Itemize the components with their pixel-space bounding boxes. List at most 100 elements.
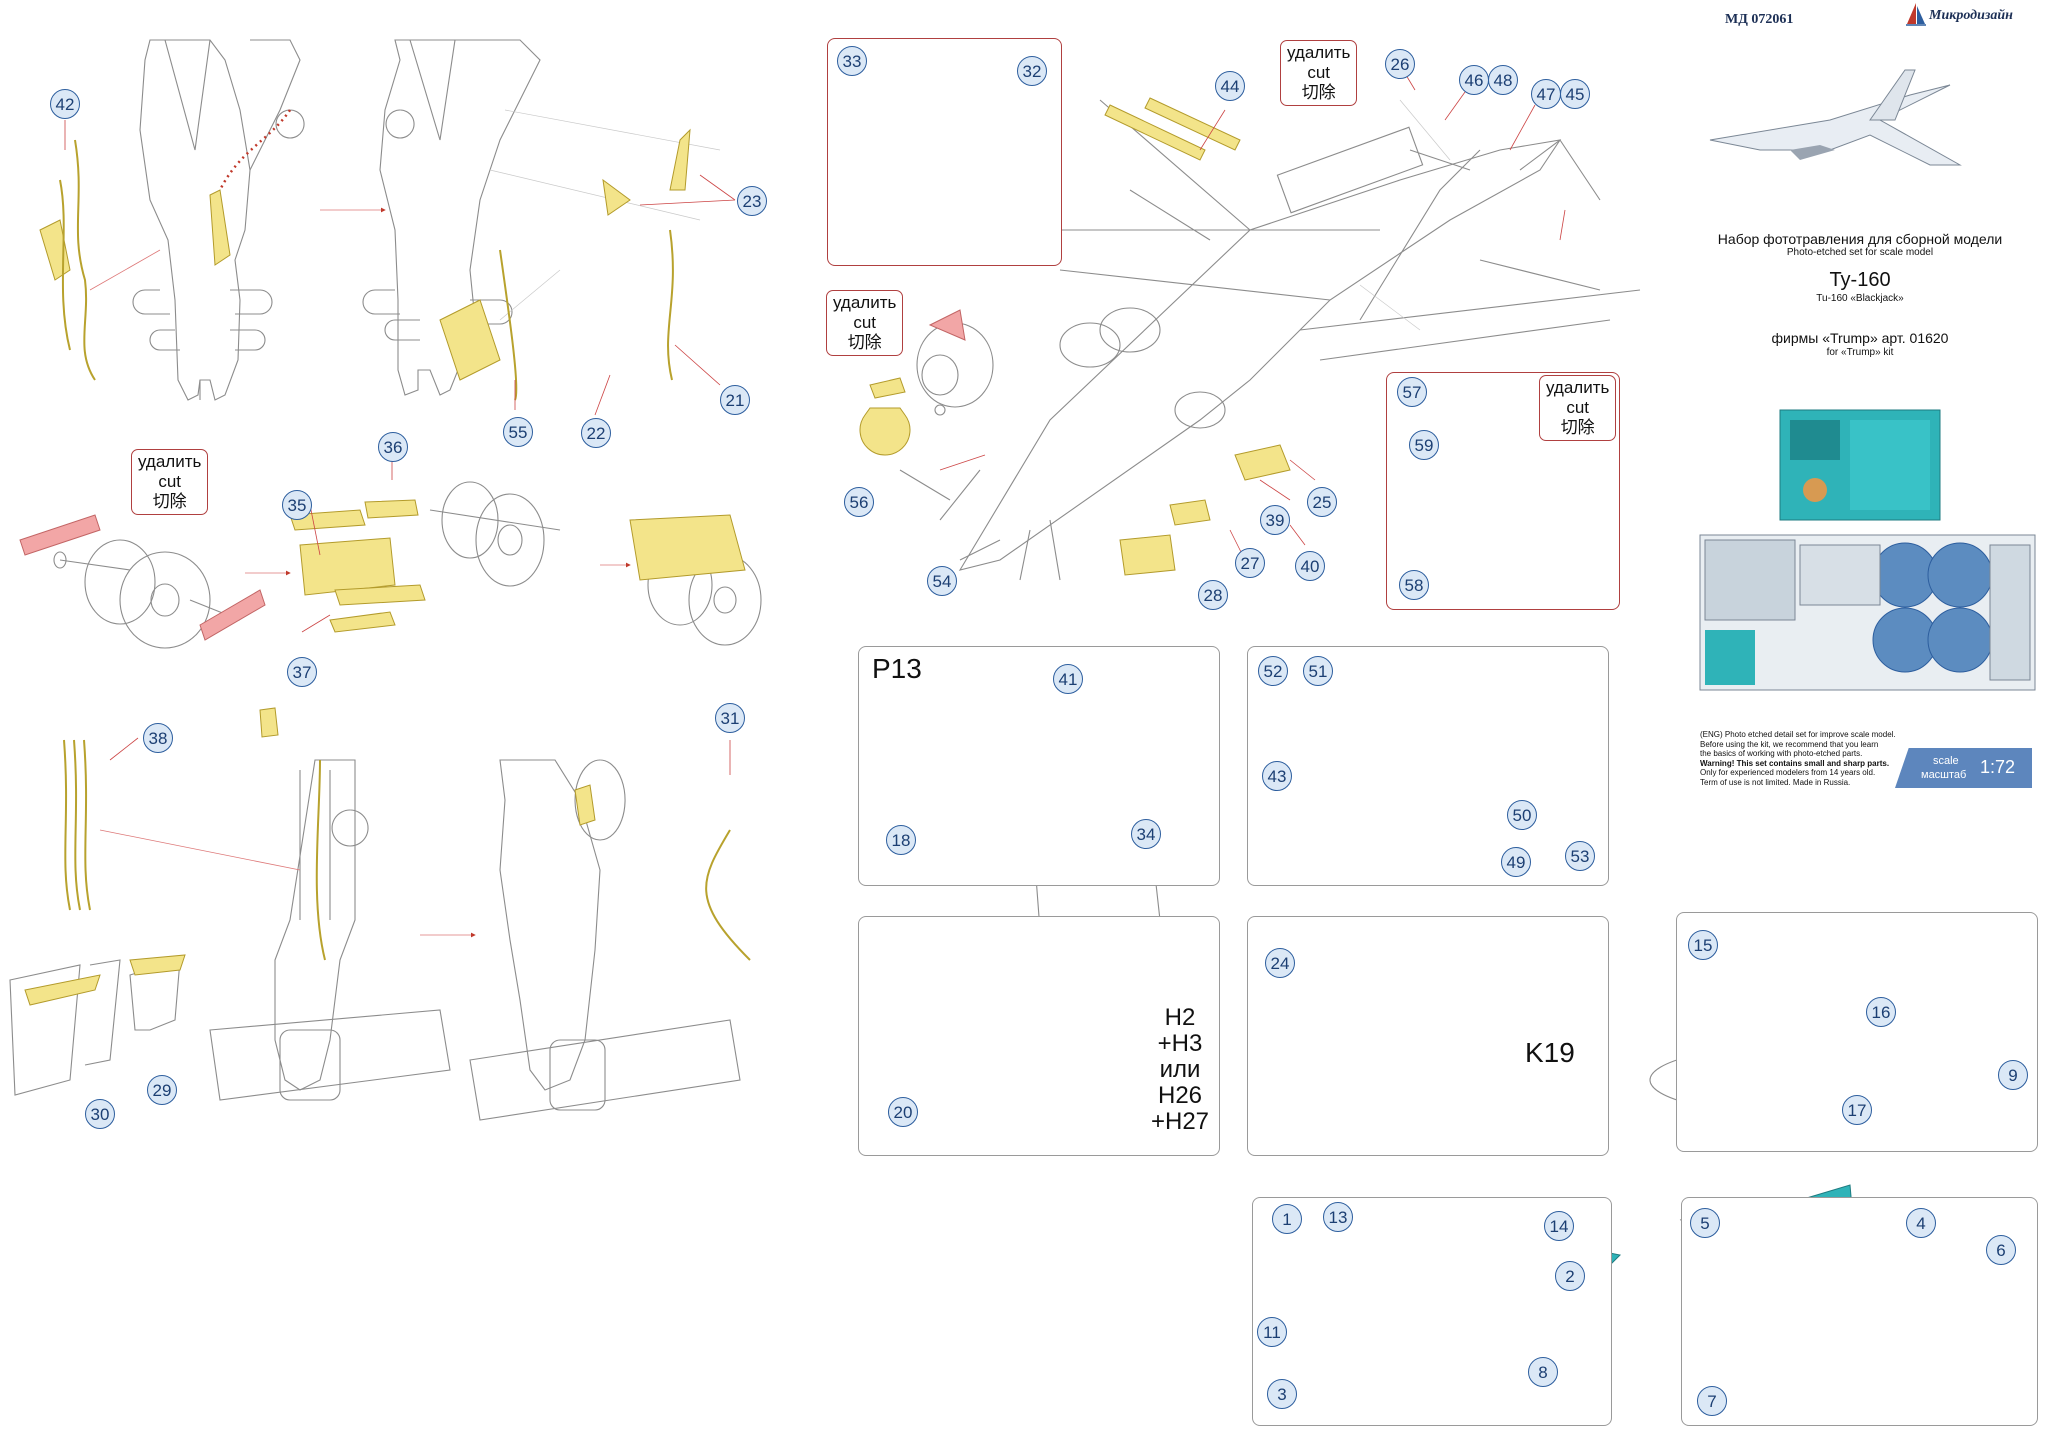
- engine-intake: [916, 322, 994, 416]
- title-ru: Набор фототравления для сборной модели: [1717, 231, 2003, 247]
- callout: 53: [1565, 841, 1595, 871]
- callout: 48: [1488, 65, 1518, 95]
- callout: 33: [837, 46, 867, 76]
- h-note-line-5: +H27: [1150, 1108, 1210, 1135]
- callout: 5: [1690, 1208, 1720, 1238]
- wheel-bogie-left: [53, 539, 241, 649]
- brand-logo: Микродизайн: [1905, 2, 2035, 28]
- callout: 31: [715, 703, 745, 733]
- cut-ru: удалить: [1287, 43, 1351, 62]
- cut-label-1: удалить cut 切除: [131, 449, 209, 515]
- callout: 32: [1017, 56, 1047, 86]
- notice-line-3: the basics of working with photo-etched …: [1700, 749, 1863, 758]
- notice-line-2: Before using the kit, we recommend that …: [1700, 739, 1879, 749]
- cut-cn: 切除: [1301, 83, 1336, 102]
- p13-label: P13: [872, 653, 922, 684]
- callout: 52: [1258, 656, 1288, 686]
- callout: 20: [888, 1097, 918, 1127]
- cut-en: cut: [1566, 398, 1590, 417]
- callout: 15: [1688, 930, 1718, 960]
- callout: 24: [1265, 948, 1295, 978]
- cut-en: cut: [1307, 63, 1331, 82]
- callout: 1: [1272, 1204, 1302, 1234]
- scale-word-en: scale: [1933, 755, 1959, 767]
- callout: 58: [1399, 570, 1429, 600]
- cut-ru: удалить: [138, 452, 202, 471]
- callout: 7: [1697, 1386, 1727, 1416]
- scale-badge-bg: [1895, 748, 2032, 788]
- cut-ru: удалить: [833, 293, 897, 312]
- callout: 21: [720, 385, 750, 415]
- panel-p13: [858, 646, 1220, 886]
- fuselage-wing-view: [899, 99, 1601, 581]
- h-note-line-4: H26: [1157, 1082, 1203, 1109]
- callout: 27: [1235, 548, 1265, 578]
- h-note-line-1: H2: [1164, 1004, 1196, 1031]
- callout: 28: [1198, 580, 1228, 610]
- nose-gear-center: [209, 759, 451, 1101]
- callout: 55: [503, 417, 533, 447]
- cut-label-3: удалить cut 切除: [1280, 40, 1358, 106]
- callout: 30: [85, 1099, 115, 1129]
- callout: 8: [1528, 1357, 1558, 1387]
- callout: 6: [1986, 1235, 2016, 1265]
- callout: 47: [1531, 79, 1561, 109]
- callout: 4: [1906, 1208, 1936, 1238]
- set-code: МД 072061: [1725, 12, 1794, 27]
- main-gear-strut-left: [132, 39, 305, 401]
- callout: 17: [1842, 1095, 1872, 1125]
- callout: 49: [1501, 847, 1531, 877]
- main-gear-strut-right: [362, 39, 541, 396]
- fret-thumbnail-1: [1779, 409, 1941, 521]
- callout: 34: [1131, 819, 1161, 849]
- fret-thumbnail-2: [1699, 534, 2036, 691]
- callout: 40: [1295, 551, 1325, 581]
- notice-line-1: (ENG) Photo etched detail set for improv…: [1700, 730, 1896, 739]
- callout: 26: [1385, 49, 1415, 79]
- cut-ru: удалить: [1546, 378, 1610, 397]
- callout: 37: [287, 657, 317, 687]
- callout: 41: [1053, 664, 1083, 694]
- callout: 59: [1409, 430, 1439, 460]
- nose-gear-right: [469, 759, 741, 1121]
- notice-line-5: Only for experienced modelers from 14 ye…: [1700, 768, 1876, 777]
- callout: 36: [378, 432, 408, 462]
- callout: 13: [1323, 1202, 1353, 1232]
- callout: 14: [1544, 1211, 1574, 1241]
- callout: 2: [1555, 1261, 1585, 1291]
- callout: 11: [1257, 1317, 1287, 1347]
- cut-cn: 切除: [847, 333, 882, 352]
- notice-line-4: Warning! This set contains small and sha…: [1700, 758, 1890, 768]
- brand-name: Микродизайн: [1929, 8, 2013, 23]
- h-note-line-2: +H3: [1157, 1030, 1203, 1057]
- cut-cn: 切除: [152, 492, 187, 511]
- callout: 50: [1507, 800, 1537, 830]
- panel-canopy: [1247, 646, 1609, 886]
- scale-word-ru: масштаб: [1921, 769, 1967, 781]
- callout: 38: [143, 723, 173, 753]
- callout: 51: [1303, 656, 1333, 686]
- callout: 44: [1215, 71, 1245, 101]
- cut-label-4: удалить cut 切除: [1539, 375, 1617, 441]
- model-name-en: Tu-160 «Blackjack»: [1816, 293, 1904, 304]
- sail-logo-icon: [1906, 3, 1926, 26]
- kit-ru: фирмы «Trump» арт. 01620: [1771, 330, 1949, 346]
- kit-en: for «Trump» kit: [1826, 347, 1894, 358]
- tu160-silhouette: [1709, 69, 1962, 166]
- panel-cockpit-side: [1681, 1197, 2038, 1426]
- notice-text: (ENG) Photo etched detail set for improv…: [1700, 730, 1900, 787]
- cockpit-frame-top: [1299, 139, 1641, 361]
- callout: 57: [1397, 377, 1427, 407]
- callout: 43: [1262, 761, 1292, 791]
- panel-k19: [1247, 916, 1609, 1156]
- panel-bay-doors: [858, 916, 1220, 1156]
- callout: 3: [1267, 1379, 1297, 1409]
- cut-cn: 切除: [1560, 418, 1595, 437]
- h-note: H2 +H3 или H26 +H27: [1150, 1005, 1210, 1135]
- callout: 45: [1560, 79, 1590, 109]
- callout: 23: [737, 186, 767, 216]
- title-en: Photo-etched set for scale model: [1786, 247, 1934, 258]
- callout: 35: [282, 490, 312, 520]
- model-name: Ту-160: [1829, 269, 1891, 291]
